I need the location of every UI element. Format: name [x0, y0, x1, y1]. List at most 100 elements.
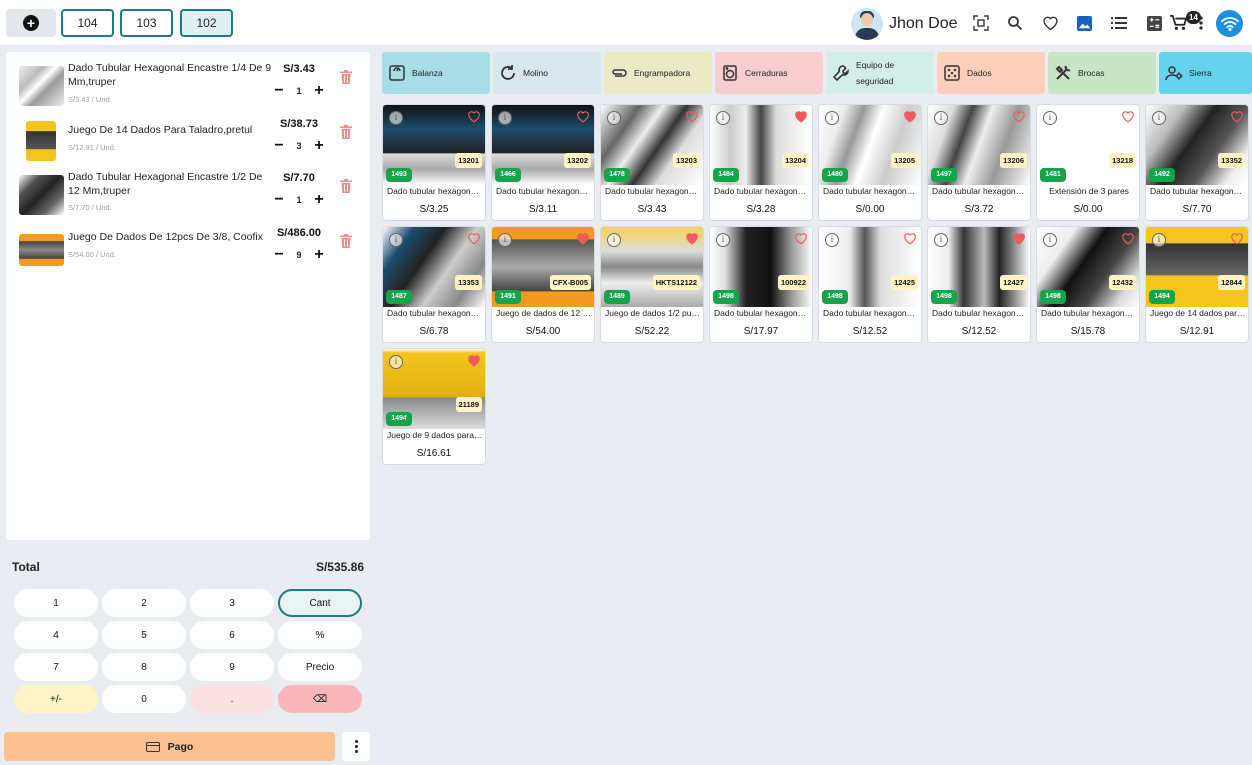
trash-icon[interactable]	[340, 70, 352, 84]
key-precio[interactable]: Precio	[278, 653, 362, 681]
key-decimal[interactable]: .	[190, 685, 274, 713]
cart-item[interactable]: Dado Tubular Hexagonal Encastre 1/2 De 1…	[6, 167, 370, 222]
info-icon[interactable]: i	[389, 233, 403, 247]
key-3[interactable]: 3	[190, 589, 274, 617]
plus-icon[interactable]: +	[314, 191, 324, 208]
more-vert-icon[interactable]	[1196, 13, 1206, 33]
info-icon[interactable]: i	[389, 355, 403, 369]
cart-item[interactable]: Dado Tubular Hexagonal Encastre 1/4 De 9…	[6, 58, 370, 113]
user-profile[interactable]: Jhon Doe	[851, 8, 958, 40]
add-ticket-button[interactable]: +	[6, 9, 56, 37]
key-6[interactable]: 6	[190, 621, 274, 649]
plus-icon[interactable]: +	[314, 137, 324, 154]
heart-icon[interactable]	[794, 110, 808, 123]
heart-icon[interactable]	[903, 232, 917, 245]
info-icon[interactable]: i	[1152, 111, 1166, 125]
info-icon[interactable]: i	[1152, 233, 1166, 247]
qr-scan-icon[interactable]	[971, 13, 991, 33]
search-icon[interactable]	[1005, 13, 1025, 33]
info-icon[interactable]: i	[389, 111, 403, 125]
info-icon[interactable]: i	[1043, 233, 1057, 247]
trash-icon[interactable]	[340, 234, 352, 248]
heart-icon[interactable]	[903, 110, 917, 123]
trash-icon[interactable]	[340, 125, 352, 139]
key-0[interactable]: 0	[102, 685, 186, 713]
heart-icon[interactable]	[1121, 232, 1135, 245]
cart-item[interactable]: Juego De Dados De 12pcs De 3/8, Coofix S…	[6, 222, 370, 277]
minus-icon[interactable]: −	[274, 246, 284, 263]
key-1[interactable]: 1	[14, 589, 98, 617]
key-8[interactable]: 8	[102, 653, 186, 681]
category-cerraduras[interactable]: Cerraduras	[715, 52, 823, 94]
category-engrampadora[interactable]: Engrampadora	[604, 52, 712, 94]
heart-icon[interactable]	[685, 232, 699, 245]
cart-icon[interactable]	[1169, 13, 1189, 33]
minus-icon[interactable]: −	[274, 191, 284, 208]
heart-icon[interactable]	[685, 110, 699, 123]
info-icon[interactable]: i	[825, 111, 839, 125]
key-9[interactable]: 9	[190, 653, 274, 681]
pay-button[interactable]: Pago	[4, 732, 335, 761]
wifi-icon[interactable]	[1216, 10, 1243, 37]
backspace-key[interactable]: ⌫	[278, 685, 362, 713]
plus-icon[interactable]: +	[314, 246, 324, 263]
heart-icon[interactable]	[576, 232, 590, 245]
info-icon[interactable]: i	[498, 111, 512, 125]
category-sierra[interactable]: Sierra	[1159, 52, 1252, 94]
key-cant[interactable]: Cant	[278, 589, 362, 617]
category-balanza[interactable]: Balanza	[382, 52, 490, 94]
key-7[interactable]: 7	[14, 653, 98, 681]
category-dados[interactable]: Dados	[937, 52, 1045, 94]
key-2[interactable]: 2	[102, 589, 186, 617]
info-icon[interactable]: i	[934, 111, 948, 125]
heart-icon[interactable]	[467, 110, 481, 123]
ticket-tab-104[interactable]: 104	[61, 9, 114, 37]
key-5[interactable]: 5	[102, 621, 186, 649]
key-4[interactable]: 4	[14, 621, 98, 649]
heart-icon[interactable]	[576, 110, 590, 123]
heart-icon[interactable]	[1121, 110, 1135, 123]
more-options-button[interactable]	[342, 732, 370, 761]
key-plus-minus[interactable]: +/-	[14, 685, 98, 713]
heart-icon[interactable]	[1012, 232, 1026, 245]
minus-icon[interactable]: −	[274, 82, 284, 99]
minus-icon[interactable]: −	[274, 137, 284, 154]
info-icon[interactable]: i	[1043, 111, 1057, 125]
heart-icon[interactable]	[1230, 232, 1244, 245]
ticket-tab-102[interactable]: 102	[180, 9, 233, 37]
heart-icon[interactable]	[467, 232, 481, 245]
favorites-heart-icon[interactable]	[1040, 13, 1060, 33]
info-icon[interactable]: i	[825, 233, 839, 247]
trash-icon[interactable]	[340, 179, 352, 193]
info-icon[interactable]: i	[716, 111, 730, 125]
info-icon[interactable]: i	[716, 233, 730, 247]
heart-icon[interactable]	[467, 354, 481, 367]
key-percent[interactable]: %	[278, 621, 362, 649]
info-icon[interactable]: i	[934, 233, 948, 247]
heart-icon[interactable]	[1012, 110, 1026, 123]
heart-icon[interactable]	[1230, 110, 1244, 123]
plus-icon[interactable]: +	[314, 82, 324, 99]
cart-item[interactable]: Juego De 14 Dados Para Taladro,pretul S/…	[6, 113, 370, 168]
category-molino[interactable]: Molino	[493, 52, 601, 94]
calculator-icon[interactable]	[1144, 13, 1164, 33]
info-icon[interactable]: i	[607, 111, 621, 125]
info-icon[interactable]: i	[498, 233, 512, 247]
